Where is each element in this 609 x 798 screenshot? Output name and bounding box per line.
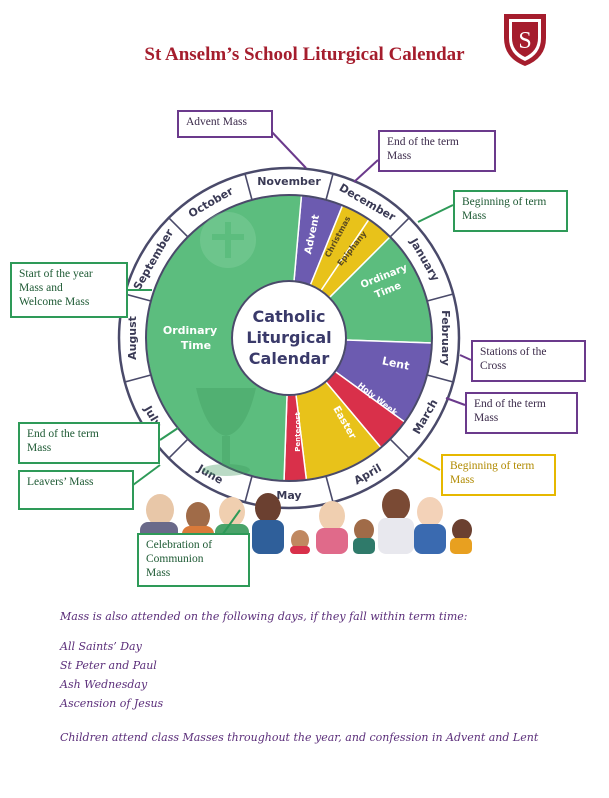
notes-intro: Mass is also attended on the following d…	[60, 610, 468, 623]
ring-divider	[426, 374, 454, 383]
host-cross-icon	[200, 212, 256, 268]
center-line-3: Calendar	[249, 349, 330, 368]
month-label: August	[126, 316, 139, 360]
ring-divider	[124, 293, 152, 302]
ring-divider	[168, 438, 189, 459]
season-pentecost: Pentecost	[294, 412, 302, 452]
chalice-icon	[196, 388, 256, 476]
ring-divider	[325, 173, 334, 201]
school-crest-icon: S	[504, 14, 546, 66]
ring-dividers	[124, 173, 454, 503]
notes-day: Ascension of Jesus	[60, 697, 164, 710]
center-line-1: Catholic	[252, 307, 325, 326]
ring-divider	[244, 475, 253, 503]
page-title: St Anselm’s School Liturgical Calendar	[144, 44, 465, 65]
inner-ring-border	[145, 194, 433, 482]
notes-day: All Saints’ Day	[60, 640, 142, 653]
notes-day: St Peter and Paul	[60, 659, 157, 672]
season-ordinary-main-1: Ordinary	[163, 324, 217, 337]
month-label: May	[276, 489, 301, 502]
crest-letter: S	[518, 28, 531, 54]
ring-divider	[244, 173, 253, 201]
ring-divider	[168, 217, 189, 238]
ring-divider	[124, 374, 152, 383]
center-line-2: Liturgical	[246, 328, 331, 347]
ring-divider	[426, 293, 454, 302]
callout-advent-mass: Advent Mass	[177, 110, 273, 138]
month-label: February	[439, 310, 452, 366]
season-lent: Lent	[381, 354, 411, 372]
notes-section: Mass is also attended on the following d…	[60, 610, 580, 747]
season-wedges	[145, 194, 433, 482]
center-disc	[231, 280, 347, 396]
ring-divider	[389, 438, 410, 459]
notes-footer: Children attend class Masses throughout …	[60, 731, 539, 744]
notes-day: Ash Wednesday	[60, 678, 148, 691]
ring-divider	[389, 217, 410, 238]
month-label: November	[257, 175, 321, 188]
ring-divider	[325, 475, 334, 503]
callout-leavers-mass: Leavers’ Mass	[18, 470, 134, 510]
season-ordinary-main-2: Time	[181, 339, 211, 352]
